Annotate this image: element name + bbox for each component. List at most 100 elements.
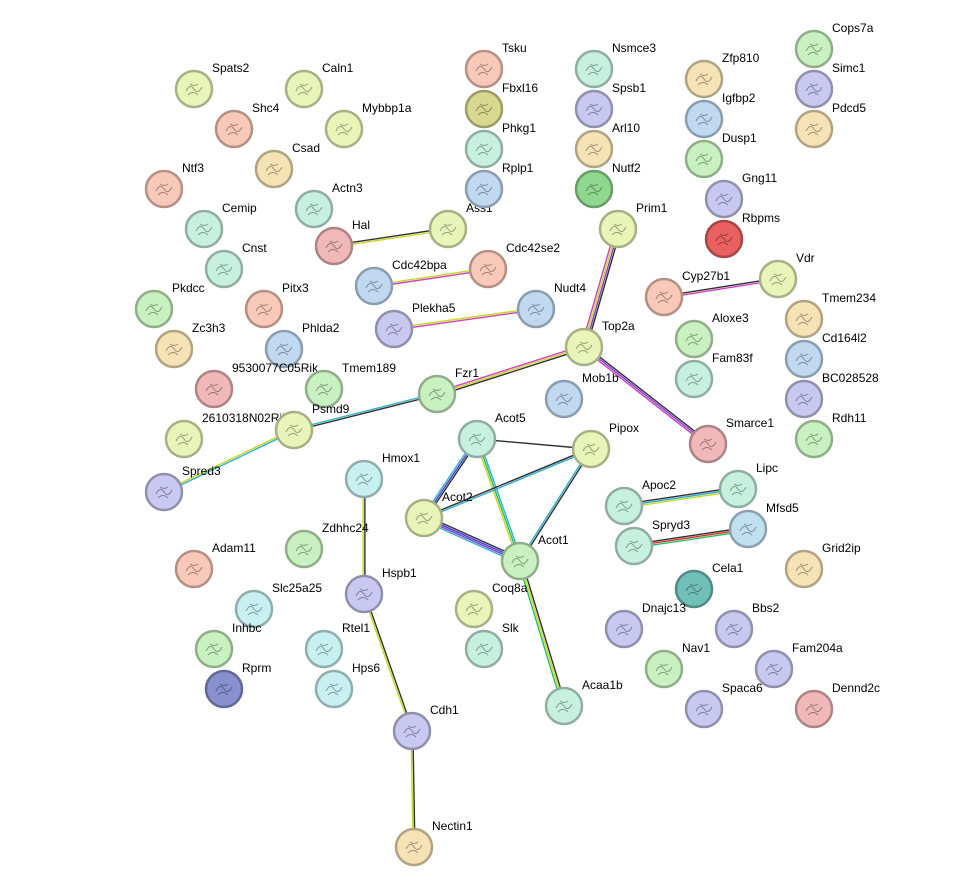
edge-psmd9-spred3[interactable] xyxy=(163,428,295,494)
node-slk[interactable]: Slk xyxy=(464,621,520,669)
node-dnajc13[interactable]: Dnajc13 xyxy=(604,601,686,649)
node-acaa1b[interactable]: Acaa1b xyxy=(544,678,623,726)
protein-structure-icon xyxy=(511,555,529,568)
node-cdc42bpa[interactable]: Cdc42bpa xyxy=(354,258,447,306)
node-phkg1[interactable]: Phkg1 xyxy=(464,121,536,169)
node-aloxe3[interactable]: Aloxe3 xyxy=(674,311,749,359)
edge-cyp27b1-vdr[interactable] xyxy=(663,277,779,299)
node-tmem189[interactable]: Tmem189 xyxy=(304,361,396,409)
edge-hspb1-cdh1[interactable] xyxy=(362,593,414,732)
node-cela1[interactable]: Cela1 xyxy=(674,561,744,609)
node-csad[interactable]: Csad xyxy=(254,141,320,189)
node-spryd3[interactable]: Spryd3 xyxy=(614,518,690,566)
node-caln1[interactable]: Caln1 xyxy=(284,61,354,109)
node-psmd9[interactable]: Psmd9 xyxy=(274,402,350,450)
node-rdh11[interactable]: Rdh11 xyxy=(794,411,867,459)
node-cdh1[interactable]: Cdh1 xyxy=(392,703,459,751)
node-plekha5[interactable]: Plekha5 xyxy=(374,301,456,349)
node-pkdcc[interactable]: Pkdcc xyxy=(134,281,205,329)
node-nsmce3[interactable]: Nsmce3 xyxy=(574,41,656,89)
node-fzr1[interactable]: Fzr1 xyxy=(417,366,479,414)
node-hps6[interactable]: Hps6 xyxy=(314,661,380,709)
node-label: Nav1 xyxy=(682,641,710,655)
edge-pipox-acot1[interactable] xyxy=(518,448,593,562)
node-prim1[interactable]: Prim1 xyxy=(598,201,668,249)
edge-top2a-fzr1[interactable] xyxy=(436,344,585,397)
node-dusp1[interactable]: Dusp1 xyxy=(684,131,757,179)
node-tsku[interactable]: Tsku xyxy=(464,41,527,89)
node-2610318n02rik[interactable]: 2610318N02Rik xyxy=(164,411,289,459)
node-slc25a25[interactable]: Slc25a25 xyxy=(234,581,322,629)
node-spsb1[interactable]: Spsb1 xyxy=(574,81,646,129)
node-bc028528[interactable]: BC028528 xyxy=(784,371,879,419)
edge-acot5-acot1[interactable] xyxy=(474,438,523,562)
protein-structure-icon xyxy=(625,540,643,553)
node-bbs2[interactable]: Bbs2 xyxy=(714,601,780,649)
node-pitx3[interactable]: Pitx3 xyxy=(244,281,309,329)
node-actn3[interactable]: Actn3 xyxy=(294,181,363,229)
node-vdr[interactable]: Vdr xyxy=(758,251,815,299)
node-smarce1[interactable]: Smarce1 xyxy=(688,416,774,464)
edge-acot2-pipox[interactable] xyxy=(423,447,592,520)
node-hspb1[interactable]: Hspb1 xyxy=(344,566,417,614)
edge-prim1-top2a[interactable] xyxy=(580,228,622,348)
node-spred3[interactable]: Spred3 xyxy=(144,464,221,512)
node-acot5[interactable]: Acot5 xyxy=(457,411,526,459)
node-cemip[interactable]: Cemip xyxy=(184,201,257,249)
edge-cdh1-nectin1[interactable] xyxy=(410,730,416,848)
node-nudt4[interactable]: Nudt4 xyxy=(516,281,586,329)
node-shc4[interactable]: Shc4 xyxy=(214,101,280,149)
node-inhbc[interactable]: Inhbc xyxy=(194,621,261,669)
node-cyp27b1[interactable]: Cyp27b1 xyxy=(644,269,730,317)
node-lipc[interactable]: Lipc xyxy=(718,461,778,509)
node-mfsd5[interactable]: Mfsd5 xyxy=(728,501,799,549)
node-gng11[interactable]: Gng11 xyxy=(704,171,777,219)
edge-top2a-smarce1[interactable] xyxy=(582,345,710,446)
node-dennd2c[interactable]: Dennd2c xyxy=(794,681,880,729)
node-simc1[interactable]: Simc1 xyxy=(794,61,866,109)
node-pipox[interactable]: Pipox xyxy=(571,421,639,469)
node-mob1b[interactable]: Mob1b xyxy=(544,371,619,419)
node-mybbp1a[interactable]: Mybbp1a xyxy=(324,101,412,149)
node-rbpms[interactable]: Rbpms xyxy=(704,211,780,259)
node-nutf2[interactable]: Nutf2 xyxy=(574,161,641,209)
node-spaca6[interactable]: Spaca6 xyxy=(684,681,763,729)
edge-plekha5-nudt4[interactable] xyxy=(393,307,537,331)
node-apoc2[interactable]: Apoc2 xyxy=(604,478,676,526)
node-coq8a[interactable]: Coq8a xyxy=(454,581,528,629)
node-hmox1[interactable]: Hmox1 xyxy=(344,451,420,499)
node-cnst[interactable]: Cnst xyxy=(204,241,267,289)
node-nav1[interactable]: Nav1 xyxy=(644,641,710,689)
node-zdhhc24[interactable]: Zdhhc24 xyxy=(284,521,369,569)
node-igfbp2[interactable]: Igfbp2 xyxy=(684,91,756,139)
node-acot1[interactable]: Acot1 xyxy=(500,533,569,581)
node-rtel1[interactable]: Rtel1 xyxy=(304,621,370,669)
node-zfp810[interactable]: Zfp810 xyxy=(684,51,760,99)
node-top2a[interactable]: Top2a xyxy=(564,319,635,367)
node-phlda2[interactable]: Phlda2 xyxy=(264,321,340,369)
node-cdc42se2[interactable]: Cdc42se2 xyxy=(468,241,560,289)
node-nectin1[interactable]: Nectin1 xyxy=(394,819,473,867)
node-fbxl16[interactable]: Fbxl16 xyxy=(464,81,538,129)
node-hal[interactable]: Hal xyxy=(314,218,370,266)
node-fam204a[interactable]: Fam204a xyxy=(754,641,843,689)
node-grid2ip[interactable]: Grid2ip xyxy=(784,541,861,589)
node-9530077c05rik[interactable]: 9530077C05Rik xyxy=(194,361,319,409)
edge-acot1-acaa1b[interactable] xyxy=(517,560,567,707)
node-cd164l2[interactable]: Cd164l2 xyxy=(784,331,867,379)
node-rprm[interactable]: Rprm xyxy=(204,661,271,709)
node-arl10[interactable]: Arl10 xyxy=(574,121,640,169)
node-cops7a[interactable]: Cops7a xyxy=(794,21,874,69)
node-fam83f[interactable]: Fam83f xyxy=(674,351,753,399)
node-spats2[interactable]: Spats2 xyxy=(174,61,250,109)
edge-strand xyxy=(520,449,593,562)
edge-fzr1-psmd9[interactable] xyxy=(293,392,438,432)
node-rplp1[interactable]: Rplp1 xyxy=(464,161,534,209)
node-zc3h3[interactable]: Zc3h3 xyxy=(154,321,226,369)
node-adam11[interactable]: Adam11 xyxy=(174,541,256,589)
node-ntf3[interactable]: Ntf3 xyxy=(144,161,204,209)
node-label: Acaa1b xyxy=(582,678,623,692)
node-tmem234[interactable]: Tmem234 xyxy=(784,291,876,339)
node-pdcd5[interactable]: Pdcd5 xyxy=(794,101,866,149)
node-acot2[interactable]: Acot2 xyxy=(404,490,473,538)
